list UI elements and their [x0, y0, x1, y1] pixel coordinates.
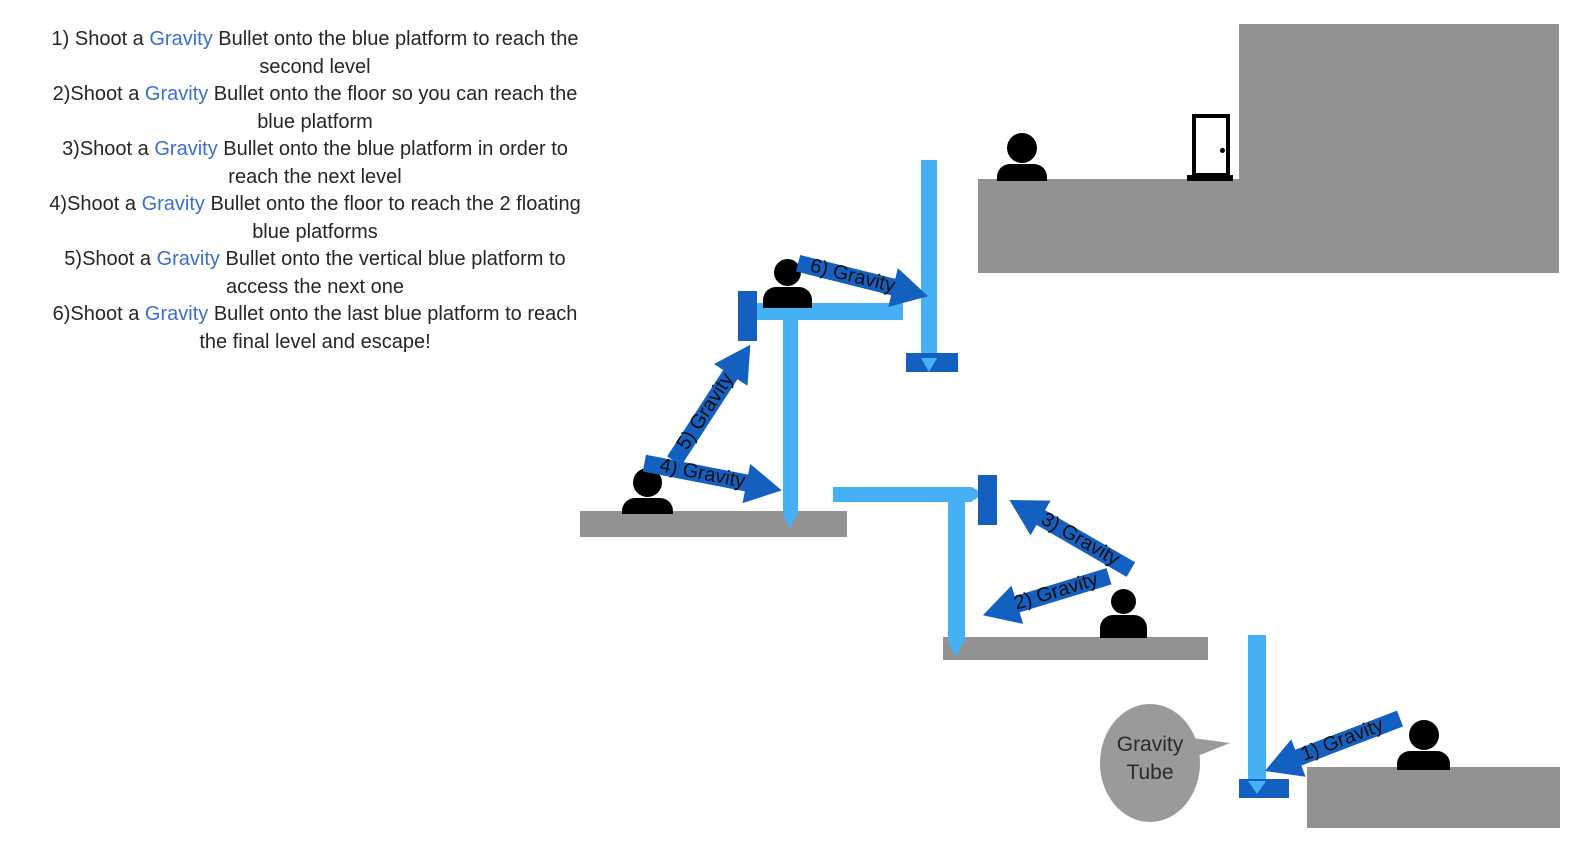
step-text: reach the next level — [228, 165, 402, 188]
step-text: 2)Shoot a — [52, 83, 145, 105]
step-text: access the next one — [226, 275, 404, 298]
gravity-keyword: Gravity — [144, 303, 209, 325]
final-level-floor — [978, 179, 1559, 273]
person-torso-icon — [997, 164, 1047, 181]
instruction-step-4: 4)Shoot a Gravity Bullet onto the floor … — [8, 191, 622, 246]
player-middle-level — [1100, 589, 1147, 638]
player-level2 — [763, 259, 812, 308]
person-head-icon — [1408, 720, 1439, 750]
beam-tip-icon — [921, 358, 937, 372]
step-text: Bullet onto the last blue platform to re… — [208, 303, 578, 325]
step-text: 3)Shoot a — [62, 138, 155, 160]
player-start — [1397, 720, 1450, 770]
speech-bubble — [1100, 704, 1200, 822]
step-text: 1) Shoot a — [51, 28, 150, 50]
step-text: Bullet onto the floor to reach the 2 flo… — [204, 193, 581, 215]
beam-level3-down — [948, 501, 965, 641]
player-level1 — [622, 468, 673, 514]
person-torso-icon — [1100, 615, 1147, 638]
beam-tip-icon — [1248, 781, 1266, 794]
exit-door — [1187, 114, 1233, 182]
arrow-label: 5) Gravity — [672, 369, 739, 454]
arrow-label: 6) Gravity — [807, 254, 898, 298]
person-torso-icon — [763, 287, 812, 308]
step-text: Bullet onto the vertical blue platform t… — [219, 248, 566, 270]
step-text: the final level and escape! — [199, 330, 431, 353]
bubble-line-2: Tube — [1126, 761, 1174, 784]
beam-final-vertical — [921, 160, 937, 358]
gravity-keyword: Gravity — [154, 138, 218, 160]
instruction-step-6: 6)Shoot a Gravity Bullet onto the last b… — [8, 301, 622, 356]
beam-level2-down — [783, 320, 798, 514]
gravity-arrow-5: 5) Gravity — [656, 333, 769, 474]
instruction-step-3: 3)Shoot a Gravity Bullet onto the blue p… — [8, 136, 622, 191]
gravity-tube-beam — [1248, 635, 1266, 781]
gravity-keyword: Gravity — [156, 248, 220, 270]
beam-tip-icon — [948, 641, 964, 657]
bubble-line-1: Gravity — [1116, 733, 1184, 756]
gravity-keyword: Gravity — [141, 193, 205, 215]
second-level-floor — [580, 511, 847, 537]
step-text: 6)Shoot a — [52, 303, 145, 325]
vertical-blue-platform-right — [978, 475, 997, 525]
instruction-step-2: 2)Shoot a Gravity Bullet onto the floor … — [8, 81, 622, 136]
person-torso-icon — [622, 498, 673, 514]
player-final-level — [997, 133, 1047, 181]
beam-level3-horizontal — [833, 487, 972, 502]
step-text: second level — [259, 55, 371, 78]
door-sill — [1187, 175, 1233, 181]
door-panel — [1192, 114, 1230, 177]
step-text: blue platforms — [252, 220, 378, 243]
person-head-icon — [774, 259, 801, 286]
step-text: 5)Shoot a — [64, 248, 157, 270]
person-torso-icon — [1397, 751, 1450, 770]
start-level-floor — [1307, 767, 1560, 828]
vertical-blue-platform-left — [738, 291, 757, 341]
step-text: Bullet onto the blue platform in order t… — [217, 138, 568, 160]
middle-level-floor — [943, 637, 1208, 660]
speech-bubble-tail — [1185, 737, 1230, 761]
step-text: Bullet onto the blue platform to reach t… — [212, 28, 579, 50]
instruction-step-1: 1) Shoot a Gravity Bullet onto the blue … — [8, 26, 622, 81]
instruction-step-5: 5)Shoot a Gravity Bullet onto the vertic… — [8, 246, 622, 301]
speech-bubble-text: Gravity Tube — [1100, 731, 1200, 787]
gravity-keyword: Gravity — [149, 28, 213, 50]
step-text: Bullet onto the floor so you can reach t… — [208, 83, 578, 105]
instruction-panel: 1) Shoot a Gravity Bullet onto the blue … — [8, 26, 622, 356]
person-head-icon — [1111, 589, 1136, 614]
gravity-keyword: Gravity — [144, 83, 209, 105]
step-text: 4)Shoot a — [49, 193, 142, 215]
beam-tip-icon — [783, 514, 797, 529]
step-text: blue platform — [257, 110, 373, 133]
door-knob-icon — [1220, 148, 1225, 153]
person-head-icon — [1007, 133, 1037, 163]
